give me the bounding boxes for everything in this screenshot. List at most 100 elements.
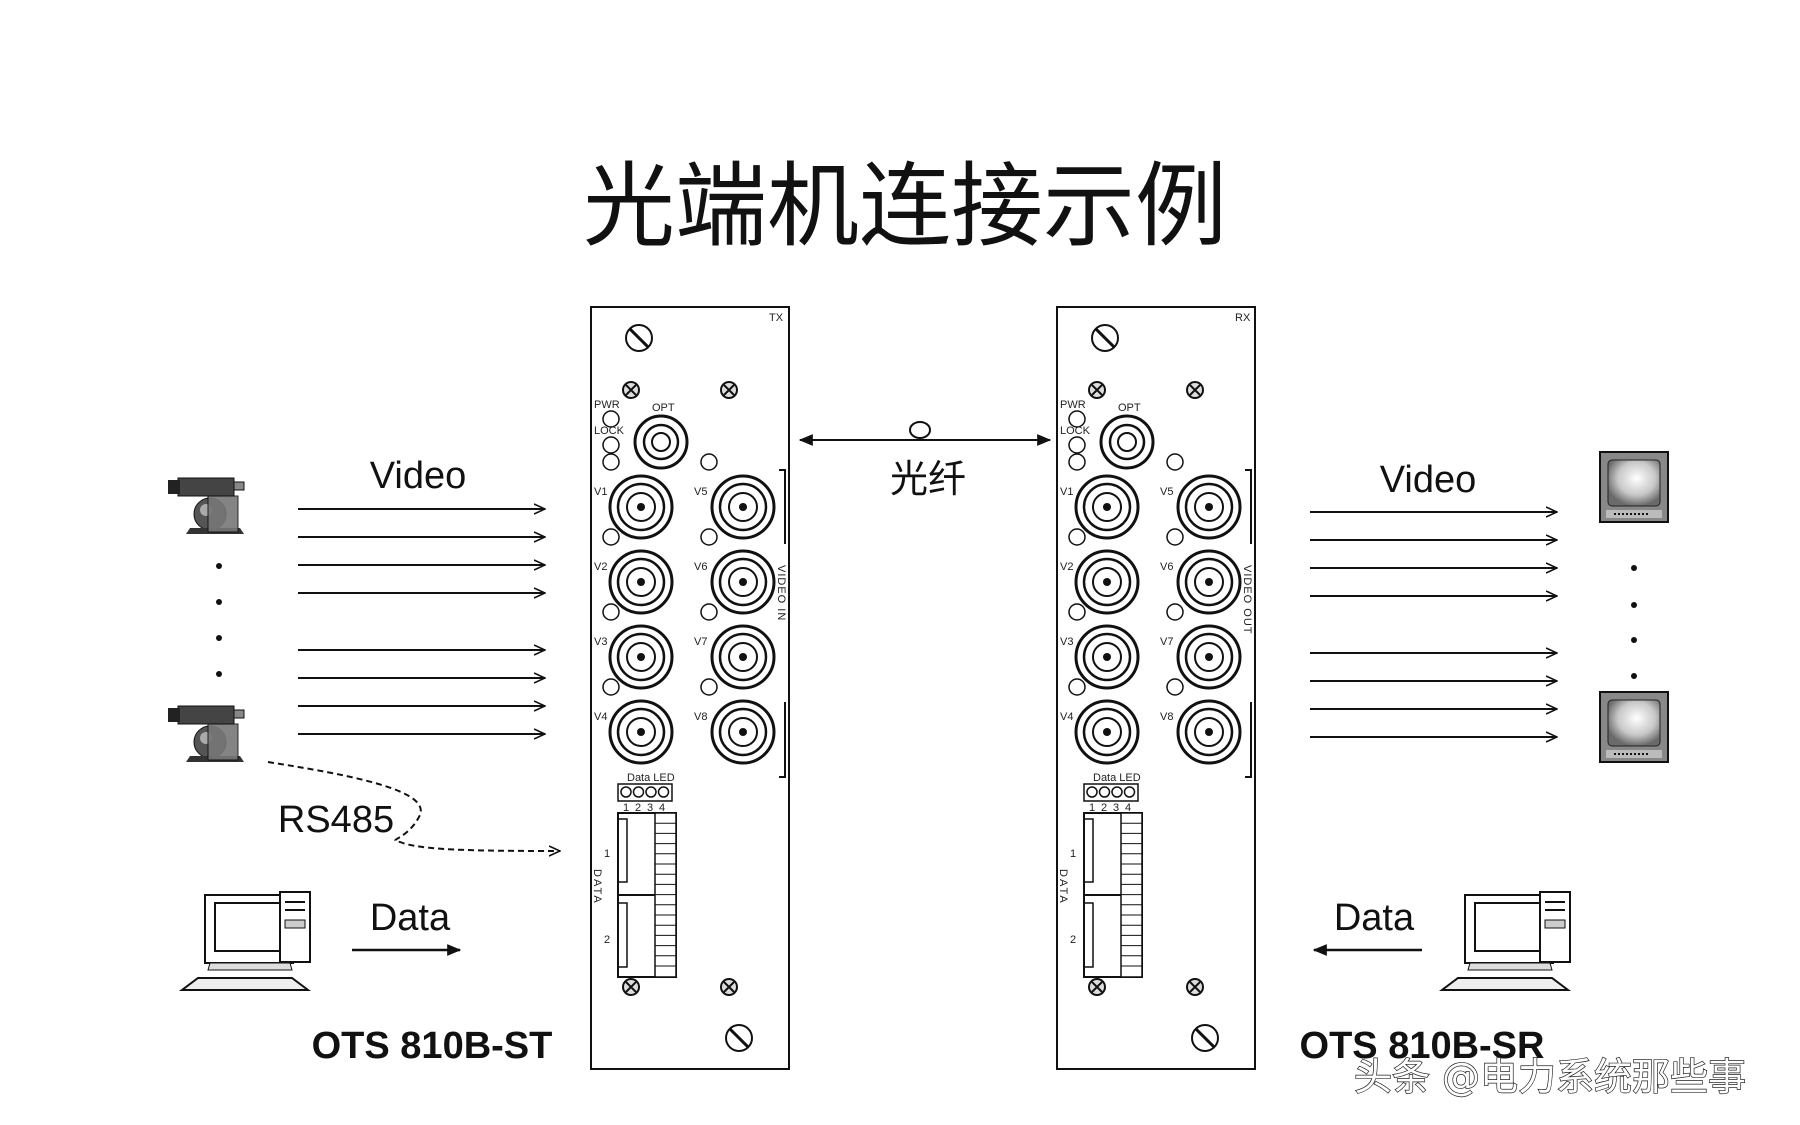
data-led-number: 2 <box>635 802 641 814</box>
left-model-label: OTS 810B-ST <box>312 1025 553 1067</box>
led-indicator <box>602 453 620 471</box>
led-indicator <box>602 678 620 696</box>
rj-port <box>1084 818 1094 883</box>
bolt-cross <box>625 384 637 396</box>
mount-bolt-icon <box>622 978 640 996</box>
mount-bolt-icon <box>1186 978 1204 996</box>
led-indicator <box>1068 528 1086 546</box>
data-led-indicator <box>657 786 670 798</box>
channel-label: V2 <box>1060 561 1073 573</box>
optical-port-icon <box>1099 414 1155 470</box>
bnc-connector-icon: V4 <box>1060 699 1140 765</box>
watermark-text: 头条 @电力系统那些事 <box>1354 1055 1746 1099</box>
led-indicator <box>1166 453 1184 471</box>
bolt-cross <box>1189 981 1201 993</box>
data-led-number: 2 <box>1101 802 1107 814</box>
mount-bolt-icon <box>1186 381 1204 399</box>
led-indicator <box>1068 410 1086 428</box>
right-model-label: OTS 810B-SR <box>1300 1025 1545 1067</box>
port-number: 2 <box>604 934 610 946</box>
data-led-indicator <box>1111 786 1123 798</box>
data-led-box <box>1083 783 1139 802</box>
data-led-number: 3 <box>647 802 653 814</box>
bnc-pin <box>637 728 645 736</box>
channel-label: V6 <box>1160 561 1173 573</box>
led-indicator <box>700 603 718 621</box>
led-indicator <box>602 603 620 621</box>
fiber-label: 光纤 <box>890 459 966 501</box>
bnc-connector-icon: V8 <box>1160 699 1242 765</box>
channel-label: V6 <box>694 561 707 573</box>
data-port-label: DATA <box>591 869 603 905</box>
bnc-pin <box>637 653 645 661</box>
mount-bolt-icon <box>720 381 738 399</box>
computer-icon <box>179 894 311 991</box>
mount-bolt-icon <box>1088 381 1106 399</box>
led-indicator <box>700 528 718 546</box>
bnc-connector-icon: V1 <box>594 474 674 540</box>
data-led-number: 1 <box>1089 802 1095 814</box>
bolt-cross <box>723 384 735 396</box>
tower-icon <box>1539 891 1571 963</box>
side-vertical-label: VIDEO IN <box>775 565 787 621</box>
lock-label: LOCK <box>594 425 625 437</box>
data-led-indicator <box>645 786 657 798</box>
channel-label: V7 <box>694 636 707 648</box>
screw-icon <box>625 324 653 352</box>
port-number: 1 <box>1070 848 1076 860</box>
bnc-pin <box>1103 578 1111 586</box>
bnc-pin <box>1103 653 1111 661</box>
bnc-connector-icon: V7 <box>1160 624 1242 690</box>
bnc-pin <box>1103 728 1111 736</box>
panel-corner-label: TX <box>769 312 784 324</box>
left-video-arrows <box>298 509 545 734</box>
right-video-label: Video <box>1380 459 1477 501</box>
optical-port-icon <box>633 414 689 470</box>
bolt-cross <box>1091 981 1103 993</box>
monitor-icon <box>1599 691 1669 763</box>
bolt-cross <box>723 981 735 993</box>
bnc-connector-icon: V3 <box>594 624 674 690</box>
rj-port <box>618 818 628 883</box>
bnc-connector-icon: V5 <box>1160 474 1242 540</box>
data-port-label: DATA <box>1057 869 1069 905</box>
led-indicator <box>602 410 620 428</box>
rj-port <box>1084 902 1094 968</box>
bolt-cross <box>1091 384 1103 396</box>
pwr-label: PWR <box>1060 399 1086 411</box>
led-indicator <box>1068 603 1086 621</box>
led-indicator <box>1068 453 1086 471</box>
data-led-indicator <box>1086 786 1098 798</box>
channel-label: V8 <box>694 711 707 723</box>
channel-label: V7 <box>1160 636 1173 648</box>
bnc-pin <box>637 503 645 511</box>
data-led-number: 4 <box>659 802 665 814</box>
screw-slot <box>1194 1027 1216 1049</box>
channel-label: V3 <box>594 636 607 648</box>
channel-label: V4 <box>594 711 607 723</box>
side-bracket <box>779 469 786 544</box>
rs485-dashed-line <box>267 761 560 851</box>
data-led-indicator <box>620 786 632 798</box>
port-number: 2 <box>1070 934 1076 946</box>
bnc-connector-icon: V6 <box>694 549 776 615</box>
tower-icon <box>279 891 311 963</box>
led-indicator <box>700 678 718 696</box>
computer-icon <box>1439 894 1571 991</box>
mount-bolt-icon <box>1088 978 1106 996</box>
bnc-connector-icon: V6 <box>1160 549 1242 615</box>
led-indicator <box>1166 603 1184 621</box>
channel-label: V1 <box>1060 486 1073 498</box>
bolt-cross <box>625 981 637 993</box>
channel-label: V2 <box>594 561 607 573</box>
bnc-pin <box>1205 578 1213 586</box>
diagram-title: 光端机连接示例 <box>583 153 1227 260</box>
data-led-number: 4 <box>1125 802 1131 814</box>
led-indicator <box>1068 678 1086 696</box>
data-led-indicator <box>632 786 645 798</box>
right-video-arrows <box>1310 512 1557 737</box>
side-bracket <box>1245 702 1252 778</box>
bnc-pin <box>739 728 747 736</box>
